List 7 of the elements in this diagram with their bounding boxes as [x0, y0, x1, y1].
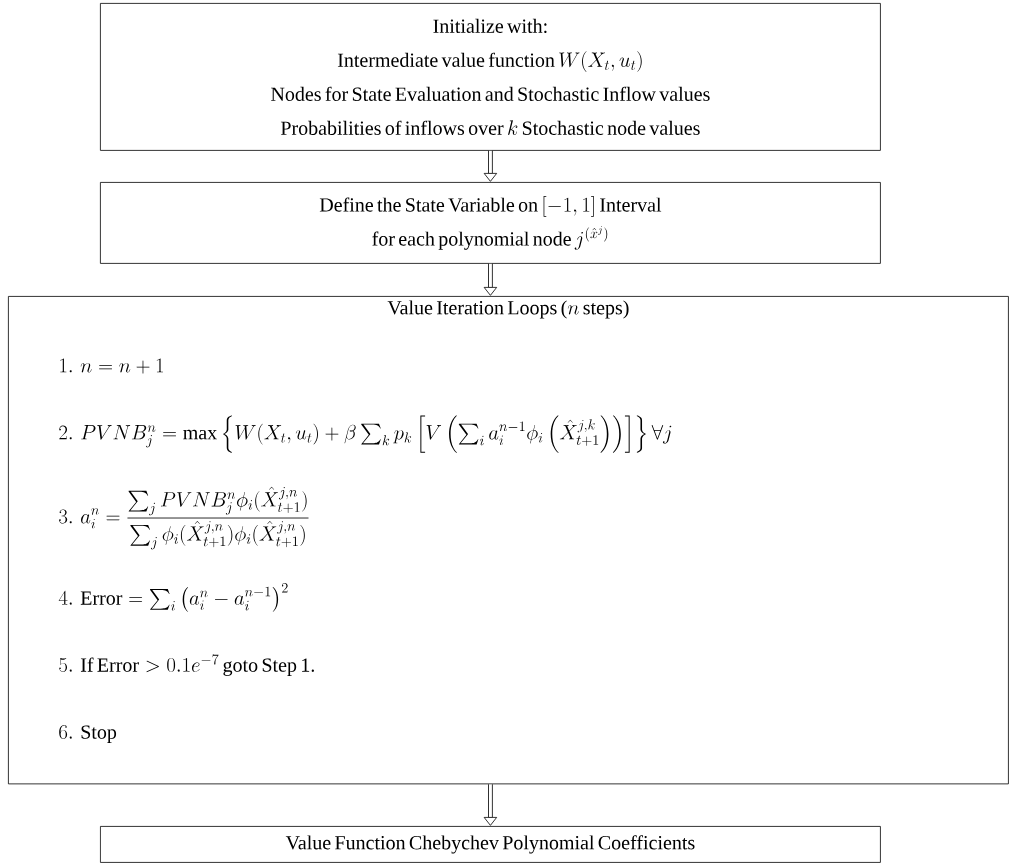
process-box: $\text{Value Iteration Loops (}n\text{ steps)}$ $1.\ \ n=n+1$ $2.\ \ PVNB_j^n=\max\left\{W(X_t,u_t)+\beta\sum_k p_k\left[V\left(\sum_i a_i^{n-1}\phi_i\left(\hat{X}_{t+1}^{j,k}\right)\right)\right]\right\}\forall j$ $3.\ \ a_i^n=\frac{\sum_j PVNB_j^n\phi_i(\hat{X}_{t+1}^{j,n})}{\sum_j \phi_i(\hat{X}_{t+1}^{j,n})\phi_i(\hat{X}_{t+1}^{j,n})}$ $4.\ \ \text{Error}=\sum_i\left(a_i^n-a_i^{n-1}\right)^2$ $5.\ \ \text{If Error}>0.1e^{-7}\text{ goto Step 1.}$ $6.\ \ \text{Stop}$ — [8, 296, 1009, 785]
arrow — [483, 150, 498, 182]
process-box: $\text{Define the State Variable on } [-1,1] \text{ Interval}$ $\text{for each polynomial node } j^{(\hat{x}^j)}$ — [100, 182, 881, 264]
process-box: Initialize with: $\text{Intermediate value function } W(X_t, u_t)$ Nodes for State Evaluation and Stochastic Inflow values $\text{Probabilities of inflows over } k \text{ Stochastic node values}$ — [100, 3, 881, 151]
arrow — [483, 263, 498, 296]
process-box: Value Function Chebychev Polynomial Coefficients — [100, 826, 881, 863]
arrow — [483, 784, 498, 826]
